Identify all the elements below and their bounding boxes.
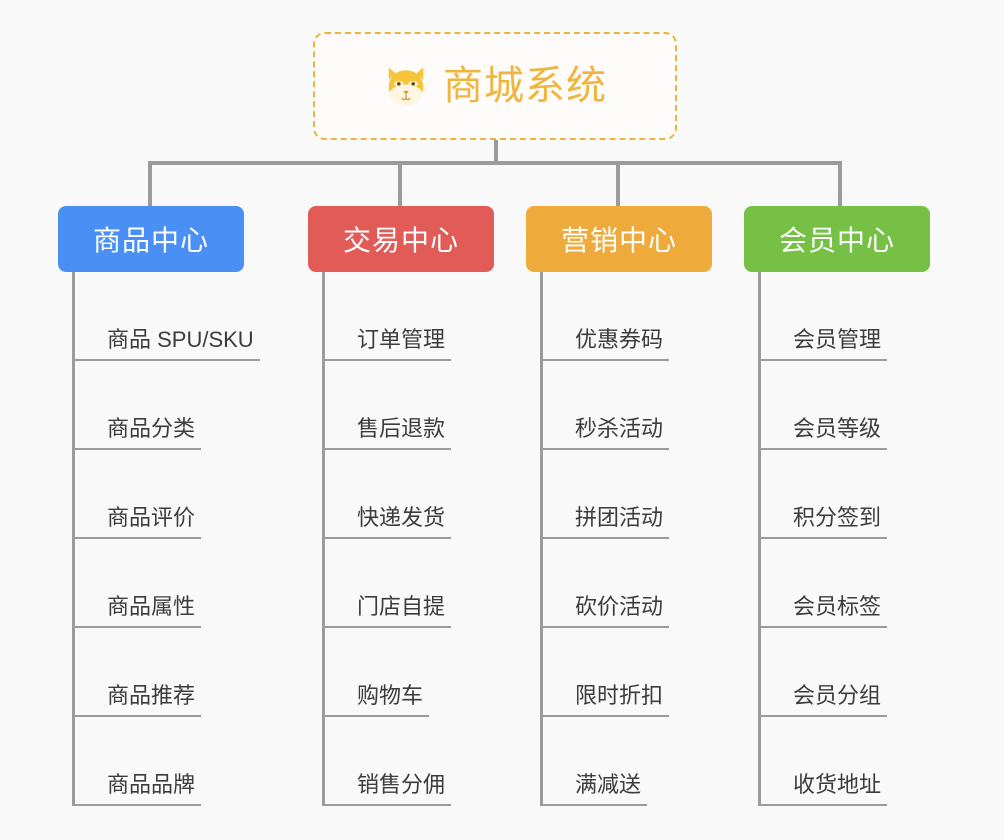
list-item[interactable]: 会员标签 — [758, 539, 888, 628]
list-item-label: 销售分佣 — [322, 771, 452, 806]
connector-bus — [148, 161, 842, 165]
list-item[interactable]: 门店自提 — [322, 539, 452, 628]
connector-drop-1 — [148, 161, 152, 206]
category-header-member-center[interactable]: 会员中心 — [744, 206, 930, 272]
list-item-label: 收货地址 — [758, 771, 888, 806]
list-item[interactable]: 拼团活动 — [540, 450, 670, 539]
list-item[interactable]: 售后退款 — [322, 361, 452, 450]
list-item-label: 会员分组 — [758, 682, 888, 717]
connector-drop-3 — [616, 161, 620, 206]
list-item-label: 会员标签 — [758, 593, 888, 628]
category-header-product-center[interactable]: 商品中心 — [58, 206, 244, 272]
list-item-label: 快递发货 — [322, 504, 452, 539]
list-item-label: 售后退款 — [322, 415, 452, 450]
connector-drop-2 — [398, 161, 402, 206]
list-item-label: 积分签到 — [758, 504, 888, 539]
connector-drop-4 — [838, 161, 842, 206]
list-item[interactable]: 商品评价 — [72, 450, 260, 539]
list-item-label: 砍价活动 — [540, 593, 670, 628]
list-item[interactable]: 限时折扣 — [540, 628, 670, 717]
list-item[interactable]: 秒杀活动 — [540, 361, 670, 450]
list-item-label: 门店自提 — [322, 593, 452, 628]
list-item[interactable]: 商品推荐 — [72, 628, 260, 717]
list-item[interactable]: 快递发货 — [322, 450, 452, 539]
list-item[interactable]: 会员管理 — [758, 272, 888, 361]
list-item[interactable]: 购物车 — [322, 628, 451, 717]
list-item[interactable]: 满减送 — [540, 717, 669, 806]
list-item[interactable]: 销售分佣 — [322, 717, 452, 806]
list-item-label: 商品属性 — [72, 593, 202, 628]
category-label: 交易中心 — [342, 225, 459, 256]
list-item-label: 拼团活动 — [540, 504, 670, 539]
list-item-label: 商品分类 — [72, 415, 202, 450]
list-item[interactable]: 商品 SPU/SKU — [72, 272, 260, 361]
category-header-marketing-center[interactable]: 营销中心 — [526, 206, 712, 272]
list-item[interactable]: 优惠券码 — [540, 272, 670, 361]
category-label: 会员中心 — [778, 225, 895, 256]
list-item[interactable]: 砍价活动 — [540, 539, 670, 628]
subitem-column-product-center: 商品 SPU/SKU 商品分类 商品评价 商品属性 商品推荐 商品品牌 — [72, 272, 260, 806]
category-label: 营销中心 — [560, 225, 677, 256]
subitem-column-member-center: 会员管理 会员等级 积分签到 会员标签 会员分组 收货地址 — [758, 272, 888, 806]
list-item-label: 订单管理 — [322, 326, 452, 361]
list-item[interactable]: 订单管理 — [322, 272, 452, 361]
root-title: 商城系统 — [443, 64, 607, 108]
list-item-label: 优惠券码 — [540, 326, 670, 361]
list-item-label: 商品品牌 — [72, 771, 202, 806]
category-label: 商品中心 — [92, 225, 209, 256]
list-item-label: 购物车 — [322, 682, 430, 717]
list-item-label: 商品评价 — [72, 504, 202, 539]
list-item-label: 会员管理 — [758, 326, 888, 361]
list-item-label: 限时折扣 — [540, 682, 670, 717]
list-item-label: 商品推荐 — [72, 682, 202, 717]
list-item-label: 商品 SPU/SKU — [72, 326, 260, 361]
root-node[interactable]: 商城系统 — [313, 32, 677, 140]
subitem-column-trade-center: 订单管理 售后退款 快递发货 门店自提 购物车 销售分佣 — [322, 272, 452, 806]
list-item[interactable]: 积分签到 — [758, 450, 888, 539]
subitem-column-marketing-center: 优惠券码 秒杀活动 拼团活动 砍价活动 限时折扣 满减送 — [540, 272, 670, 806]
list-item-label: 会员等级 — [758, 415, 888, 450]
list-item-label: 秒杀活动 — [540, 415, 670, 450]
connector-stem — [494, 140, 498, 164]
shiba-dog-icon — [388, 67, 424, 105]
list-item[interactable]: 收货地址 — [758, 717, 888, 806]
list-item[interactable]: 商品分类 — [72, 361, 260, 450]
list-item[interactable]: 商品属性 — [72, 539, 260, 628]
category-header-trade-center[interactable]: 交易中心 — [308, 206, 494, 272]
list-item[interactable]: 会员等级 — [758, 361, 888, 450]
list-item[interactable]: 会员分组 — [758, 628, 888, 717]
list-item[interactable]: 商品品牌 — [72, 717, 260, 806]
list-item-label: 满减送 — [540, 771, 648, 806]
